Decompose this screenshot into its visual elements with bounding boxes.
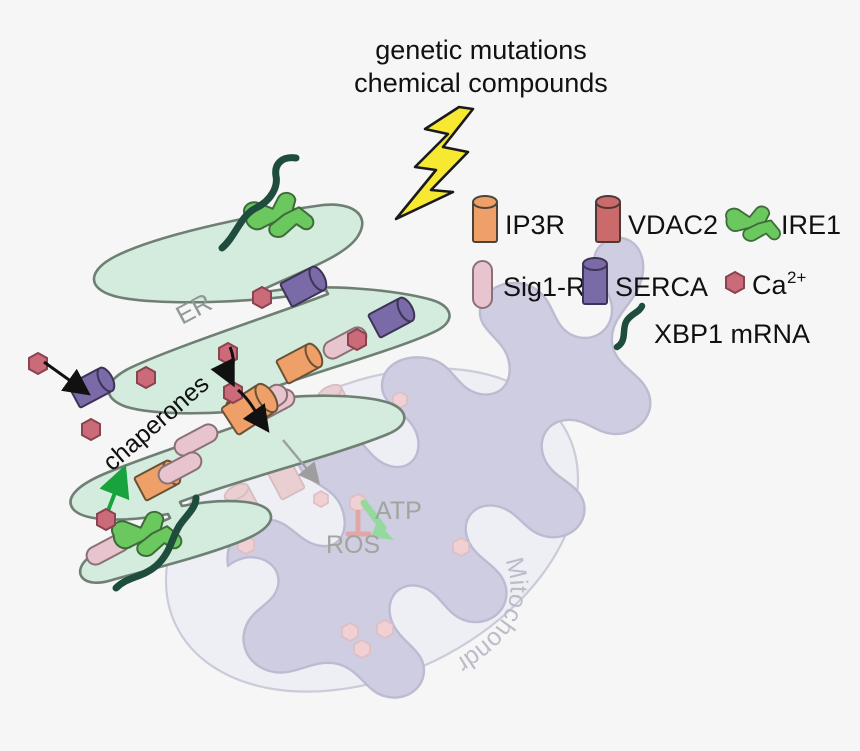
legend-item-sig1r[interactable]: Sig1-R bbox=[472, 260, 586, 309]
legend-label-calcium: Ca bbox=[752, 270, 787, 300]
ire1-group bbox=[111, 191, 315, 558]
legend-label-xbp1: XBP1 mRNA bbox=[654, 319, 810, 349]
legend-item-serca[interactable]: SERCA bbox=[581, 257, 708, 305]
sig1r-receptor bbox=[173, 423, 219, 457]
atp-label: ATP bbox=[375, 497, 422, 525]
legend-item-calcium[interactable]: Ca 2+ bbox=[725, 268, 806, 300]
legend-item-vdac2[interactable]: VDAC2 bbox=[594, 195, 718, 243]
serca-uptake-arrow bbox=[43, 360, 91, 396]
stimulus-line2: chemical compounds bbox=[354, 68, 608, 98]
legend-label-calcium-charge: 2+ bbox=[787, 268, 806, 287]
legend-label-sig1r: Sig1-R bbox=[503, 272, 586, 302]
calcium-ion bbox=[341, 622, 359, 642]
xbp1-mrna-group bbox=[112, 154, 300, 592]
calcium-ion bbox=[28, 351, 48, 376]
calcium-ion bbox=[313, 490, 329, 508]
calcium-ion bbox=[252, 285, 272, 310]
calcium-ion bbox=[96, 507, 116, 532]
hexagon-icon bbox=[725, 270, 745, 295]
cylinder-icon bbox=[581, 257, 609, 305]
xbp1-mrna bbox=[112, 494, 200, 592]
legend-item-xbp1[interactable]: XBP1 mRNA bbox=[613, 302, 810, 351]
calcium-ion bbox=[81, 417, 101, 442]
calcium-flux-arrows bbox=[43, 346, 321, 485]
legend-label-serca: SERCA bbox=[615, 272, 708, 302]
calcium-ion bbox=[136, 365, 156, 390]
stimulus-group: genetic mutations chemical compounds bbox=[354, 35, 608, 221]
ire1-icon bbox=[725, 205, 781, 242]
legend-label-ire1: IRE1 bbox=[781, 210, 841, 240]
legend: IP3R VDAC2 IRE1 Sig1-R bbox=[471, 195, 841, 351]
legend-label-vdac2: VDAC2 bbox=[628, 210, 718, 240]
lightning-bolt-icon bbox=[394, 105, 475, 221]
legend-item-ire1[interactable]: IRE1 bbox=[725, 205, 841, 242]
legend-item-ip3r[interactable]: IP3R bbox=[471, 195, 565, 243]
ca-transfer-arrow bbox=[237, 388, 270, 433]
calcium-ion bbox=[452, 537, 470, 557]
calcium-ion bbox=[376, 619, 394, 639]
calcium-ion bbox=[347, 327, 367, 352]
ros-label: ROS bbox=[326, 531, 380, 559]
calcium-ion bbox=[353, 639, 371, 659]
cylinder-icon bbox=[471, 195, 499, 243]
squiggle-icon bbox=[613, 302, 646, 351]
ire1-protein bbox=[111, 510, 183, 558]
atp-arrow-head bbox=[371, 522, 394, 540]
atp-production: ATP bbox=[360, 497, 422, 540]
chaperones-arrow-icon bbox=[99, 464, 130, 517]
xbp1-mrna bbox=[218, 154, 300, 252]
stimulus-line1: genetic mutations bbox=[375, 35, 587, 65]
ire1-protein bbox=[243, 191, 315, 239]
atp-arrow-icon bbox=[360, 499, 387, 532]
legend-label-ip3r: IP3R bbox=[505, 210, 565, 240]
ca-uptake-mito-arrow bbox=[282, 439, 321, 485]
ros-inhibition: ROS bbox=[326, 509, 380, 559]
capsule-icon bbox=[472, 260, 493, 309]
cylinder-icon bbox=[594, 195, 622, 243]
ip3r-release-arrow bbox=[210, 346, 235, 388]
mitochondria-calcium-group bbox=[237, 391, 470, 659]
sig1r-receptor bbox=[157, 451, 203, 485]
mitochondria-cristae bbox=[226, 236, 652, 699]
